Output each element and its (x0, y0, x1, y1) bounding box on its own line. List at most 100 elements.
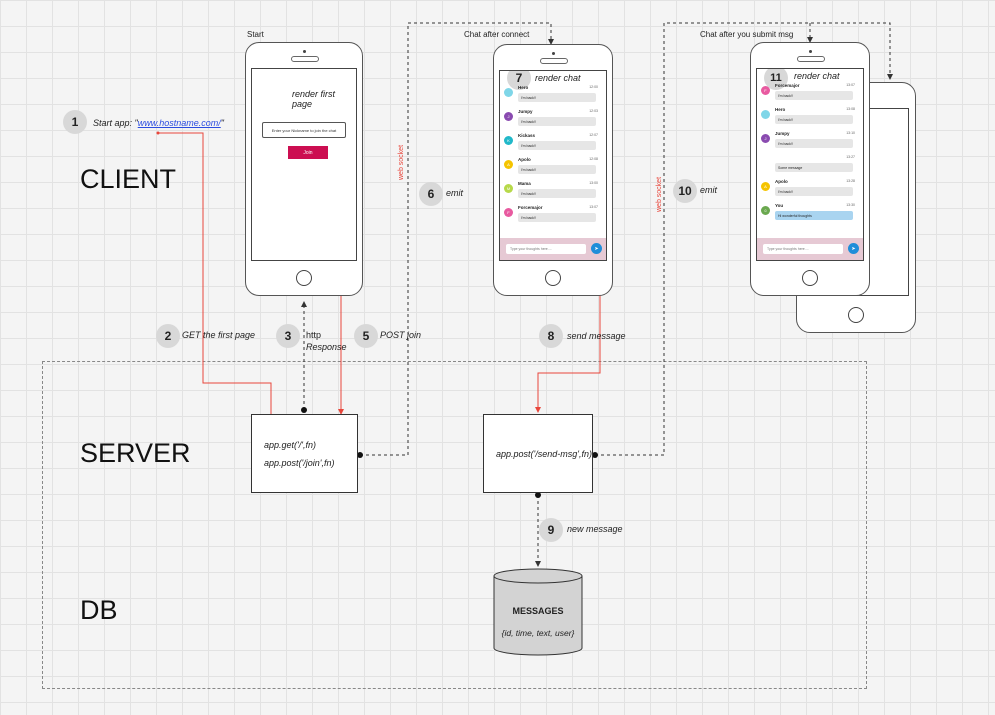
chat-bubble: I'm back!! (775, 115, 853, 124)
home-button (296, 270, 312, 286)
get-first-page-line (158, 132, 272, 414)
chat-bubble: I'm back!! (518, 189, 596, 198)
step-1-label: Start app: "www.hostname.com/" (93, 118, 224, 128)
avatar-icon: K (504, 136, 513, 145)
avatar-icon (761, 110, 770, 119)
step-badge-2: 2 (156, 324, 180, 348)
db-title: MESSAGES (512, 606, 564, 616)
join-screen: render first page Enter your Nickname to… (251, 68, 357, 261)
step-5-label: POST join (380, 330, 422, 340)
message-bar: Type your thoughts here.... ➤ (757, 238, 863, 260)
chat-bubble: I'm back!! (518, 141, 596, 150)
chat-author: You (775, 203, 784, 208)
websocket-emit-line-2 (595, 22, 893, 456)
chat-bubble: I'm back!! (518, 93, 596, 102)
home-button (545, 270, 561, 286)
chat-author: Jumpy (518, 109, 533, 114)
message-input[interactable]: Type your thoughts here.... (763, 244, 843, 254)
route-join: app.post('/join',fn) (264, 457, 335, 468)
nickname-input[interactable]: Enter your Nickname to join the chat (262, 122, 346, 138)
step-badge-5: 5 (354, 324, 378, 348)
step-badge-11: 11 (764, 69, 788, 90)
step-9-label: new message (567, 524, 623, 534)
home-button (802, 270, 818, 286)
server-send-msg-box: app.post('/send-msg',fn) (483, 414, 593, 493)
avatar-icon: M (504, 184, 513, 193)
route-get: app.get('/',fn) (264, 439, 316, 450)
hostname-link[interactable]: www.hostname.com/ (137, 118, 221, 128)
message-bar: Type your thoughts here.... ➤ (500, 238, 606, 260)
step-badge-10: 10 (673, 179, 697, 203)
chat-bubble: I'm back!! (518, 165, 596, 174)
route-send-msg: app.post('/send-msg',fn) (496, 448, 592, 459)
chat-author: Forcemajor (518, 205, 543, 210)
chat-author: Kickass (518, 133, 536, 138)
chat-time: 13:07 (589, 205, 598, 209)
chat-bubble: Some message (775, 163, 853, 172)
step-8-label: send message (567, 331, 626, 341)
chat-author: Apolo (775, 179, 788, 184)
chat-bubble: I'm back!! (518, 213, 596, 222)
chat-bubble: Hi wonderful thoughts (775, 211, 853, 220)
chat-time: 12:07 (589, 133, 598, 137)
step-11-label: render chat (794, 71, 840, 81)
send-icon[interactable]: ➤ (591, 243, 602, 254)
step-badge-3: 3 (276, 324, 300, 348)
chat-bubble: I'm back!! (775, 139, 853, 148)
step-badge-8: 8 (539, 324, 563, 348)
caption-start: Start (247, 30, 264, 39)
step-10-label: emit (700, 185, 718, 195)
chat-bubble: I'm back!! (775, 187, 853, 196)
chat-author: Hero (518, 85, 529, 90)
chat-time: 13:00 (589, 181, 598, 185)
phone-start: render first page Enter your Nickname to… (245, 42, 363, 296)
messages-db: MESSAGES {id, time, text, user} (493, 568, 583, 656)
chat-time: 13:08 (846, 107, 855, 111)
chat-time: 13:10 (846, 131, 855, 135)
step-badge-6: 6 (419, 182, 443, 206)
chat-time: 12:00 (589, 85, 598, 89)
server-region (42, 361, 867, 689)
avatar-icon: F (504, 208, 513, 217)
chat-time: 13:30 (846, 203, 855, 207)
step-6-label: emit (446, 188, 464, 198)
chat-bubble: I'm back!! (775, 91, 853, 100)
chat-time: 12:08 (589, 157, 598, 161)
chat-author: Mama (518, 181, 531, 186)
chat-message: ☺ You 13:30 Hi wonderful thoughts (761, 203, 859, 225)
avatar-icon: F (761, 86, 770, 95)
chat-time: 13:07 (846, 83, 855, 87)
chat-time: 13:27 (846, 155, 855, 159)
avatar-icon: J (504, 112, 513, 121)
chat-author: Forcemajor (775, 83, 800, 88)
server-routes-box: app.get('/',fn) app.post('/join',fn) (251, 414, 358, 493)
server-layer-label: SERVER (80, 438, 191, 468)
join-button[interactable]: Join (288, 146, 328, 159)
step-2-label: GET the first page (182, 330, 256, 340)
home-button (848, 307, 864, 323)
avatar-icon (504, 88, 513, 97)
caption-after-connect: Chat after connect (464, 30, 530, 39)
chat-author: Apolo (518, 157, 531, 162)
step-7-label: render chat (535, 73, 581, 83)
step-3-label-2: Response (306, 342, 347, 352)
avatar-icon: A (504, 160, 513, 169)
websocket-emit-line-1 (360, 22, 554, 456)
chat-time: 13:28 (846, 179, 855, 183)
avatar-icon: ☺ (761, 206, 770, 215)
message-input[interactable]: Type your thoughts here.... (506, 244, 586, 254)
caption-after-submit: Chat after you submit msg (700, 30, 794, 39)
send-message-line (535, 265, 601, 413)
send-icon[interactable]: ➤ (848, 243, 859, 254)
step-badge-7: 7 (507, 71, 531, 90)
